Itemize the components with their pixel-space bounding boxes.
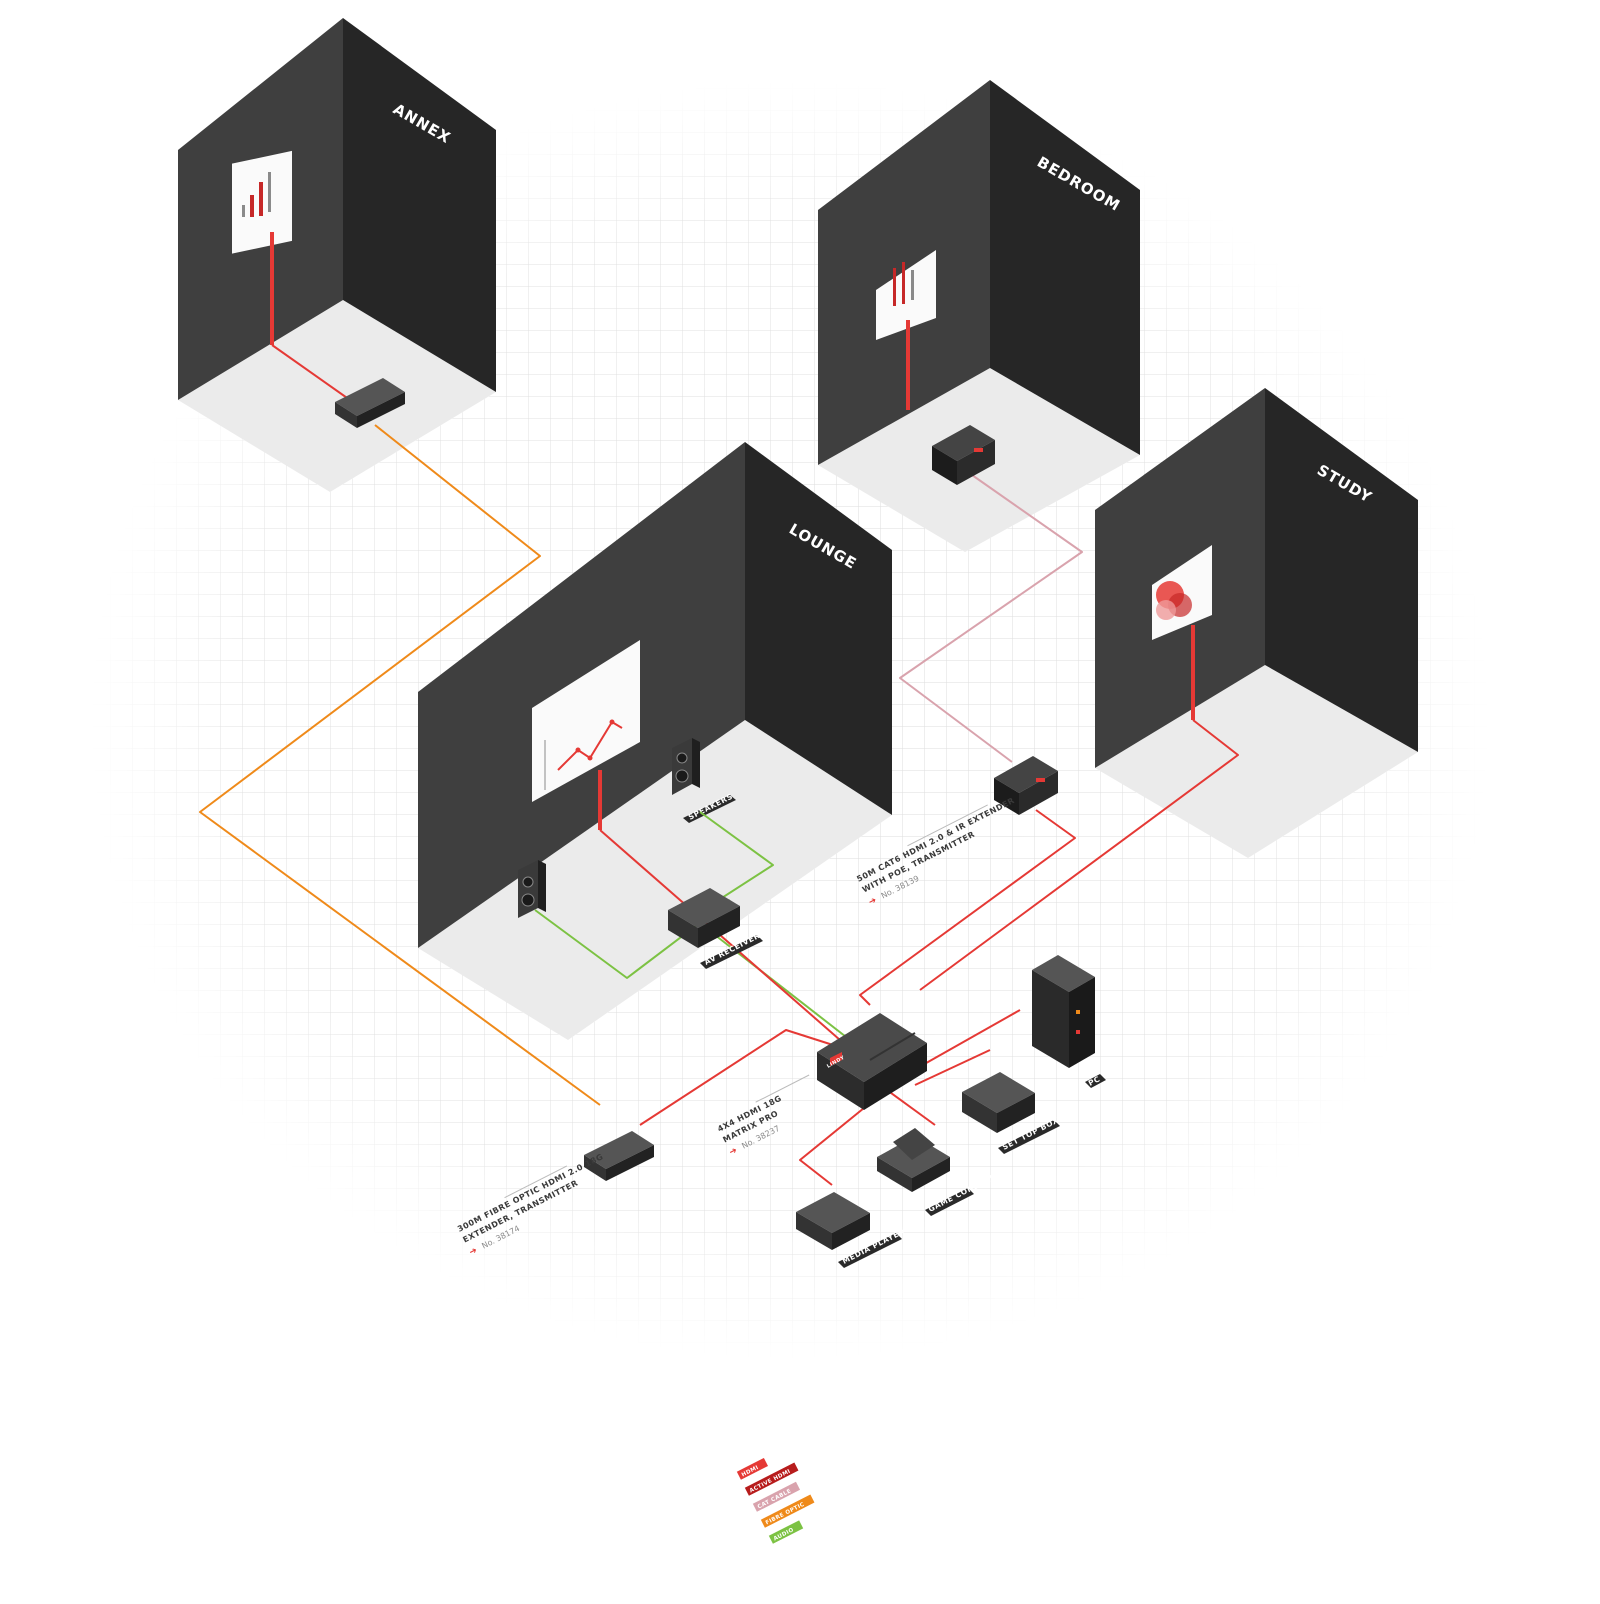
set-top-box [962, 1072, 1035, 1133]
fibre-optic-cable [199, 424, 601, 1106]
hdmi-cable [914, 1049, 991, 1086]
cat-transmitter [994, 756, 1058, 815]
media-player [796, 1192, 870, 1250]
floor [418, 720, 892, 1040]
cat-cable [899, 467, 1083, 763]
legend-swatch [744, 1462, 799, 1496]
floor [178, 300, 496, 492]
hdmi-cable [859, 809, 1076, 1006]
wall-right [990, 80, 1140, 455]
legend-swatch [752, 1481, 801, 1512]
wall-right [343, 18, 496, 392]
hdmi-cable [919, 719, 1239, 991]
pc-tower [1032, 955, 1095, 1068]
wall-right [1265, 388, 1418, 752]
audio-cable [699, 811, 774, 913]
room-study: STUDY [1095, 388, 1418, 858]
red-arrow-icon: ➔ [468, 1245, 480, 1258]
cat-receiver [932, 425, 995, 485]
legend-swatch [760, 1494, 815, 1528]
floor [1095, 665, 1418, 858]
legend-swatch [736, 1457, 768, 1480]
legend-swatch [768, 1520, 804, 1544]
room-annex: ANNEX [178, 18, 496, 492]
fibre-transmitter [584, 1131, 654, 1181]
game-console [877, 1128, 950, 1192]
red-arrow-icon: ➔ [728, 1145, 740, 1158]
hdmi-matrix: LINDY [817, 1013, 927, 1110]
room-lounge: LOUNGE SPEAKERS [418, 442, 892, 1040]
speaker-icon [672, 738, 700, 795]
speaker-icon [518, 860, 546, 918]
display-icon [876, 250, 936, 340]
display-icon [532, 640, 640, 802]
hdmi-cable [799, 1094, 881, 1186]
wall-right [745, 442, 892, 815]
red-arrow-icon: ➔ [867, 895, 879, 908]
fibre-receiver [335, 378, 405, 428]
av-receiver [668, 888, 740, 948]
